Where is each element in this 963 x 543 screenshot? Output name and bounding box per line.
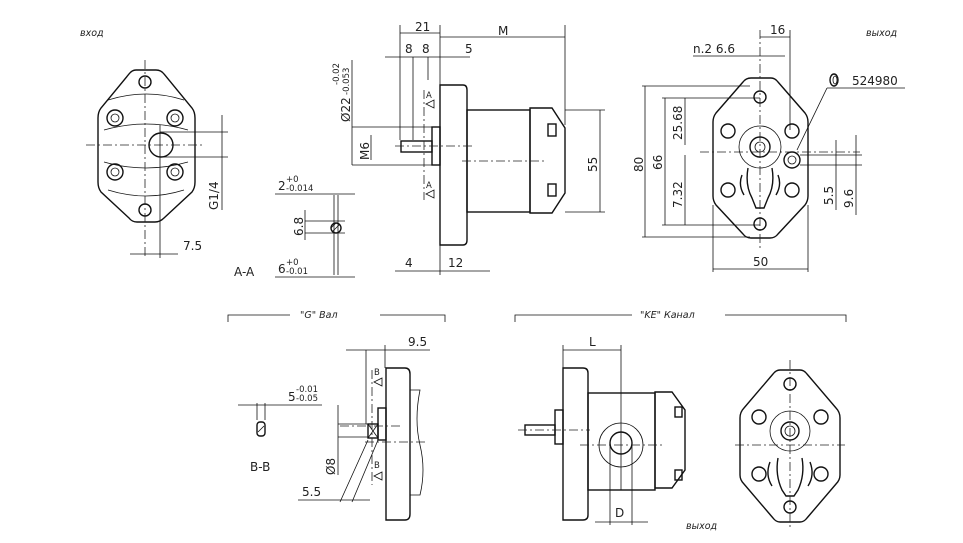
bolt-icon: [166, 163, 184, 181]
dim-8a: 8: [405, 42, 413, 56]
ke-channel-title: "KE" Канал: [640, 310, 695, 321]
bolt-icon: [674, 469, 683, 481]
bolt-icon: [720, 182, 736, 198]
key-height: 6.8: [292, 217, 306, 236]
section-arrow-icon: [373, 377, 383, 387]
dim-8b: 8: [422, 42, 430, 56]
dim-D: D: [615, 506, 624, 520]
section-aa: 2 +0 -0.014 6.8 6 +0 -0.01 A-A: [234, 175, 355, 279]
seal-port: [783, 151, 801, 169]
bolt-icon: [813, 409, 829, 425]
outlet-view: выход 16 n.2 6.6 524980 80 66 25.68 7.32…: [632, 23, 905, 272]
section-arrow-icon: [373, 471, 383, 481]
dim-7-32: 7.32: [671, 181, 685, 208]
section-mark-a-top: A: [426, 91, 432, 101]
bolt-icon: [547, 123, 557, 197]
flange: [562, 367, 589, 521]
section-mark-b-top: B: [374, 368, 380, 378]
bolt-icon: [674, 406, 683, 418]
shaft-dia-label: Ø22: [339, 97, 353, 122]
section-arrow-icon: [425, 189, 435, 199]
bolt-icon: [720, 123, 736, 139]
g-key-tol-upper: -0.01: [296, 385, 318, 395]
bolt-icon: [784, 123, 800, 139]
g-shaft-section: "G" Вал 9.5 B B Ø8 5.5 5 -0.01 -0.05 B-B: [227, 310, 446, 521]
dim-12: 12: [448, 256, 463, 270]
key: [367, 423, 379, 439]
shaft-dia-tol-lower: -0.053: [342, 68, 352, 95]
side-view: 21 M 8 8 5 Ø22 -0.02 -0.053 M6 55 A A 4 …: [332, 20, 605, 275]
port-thread-label: G1/4: [207, 181, 221, 210]
bolt-icon: [106, 163, 124, 181]
inlet-label: вход: [80, 28, 104, 39]
outlet-label: выход: [866, 28, 898, 39]
g-shaft-title: "G" Вал: [300, 310, 338, 321]
g-shaft-dia: Ø8: [324, 458, 338, 475]
shaft-dia-tol-upper: -0.02: [332, 63, 342, 85]
dim-5: 5: [465, 42, 473, 56]
key-section: [256, 421, 266, 437]
section-aa-label: A-A: [234, 265, 255, 279]
ke-outlet-label: выход: [686, 521, 718, 532]
section-mark-a-bottom: A: [426, 181, 432, 191]
offset-dim: 7.5: [183, 239, 202, 253]
section-bb-label: B-B: [250, 460, 270, 474]
dim-55: 55: [586, 157, 600, 172]
dim-50: 50: [753, 255, 768, 269]
outlet-plate-outline: [712, 77, 809, 239]
key-width: 2: [278, 179, 286, 193]
ke-plate-outline: [739, 369, 841, 523]
g-key-tol-lower: -0.05: [296, 394, 318, 404]
key-width-tol-upper: +0: [286, 175, 299, 185]
dim-4: 4: [405, 256, 413, 270]
dim-L: L: [589, 335, 596, 349]
bolt-icon: [751, 409, 767, 425]
mount-hole-icon: [138, 75, 152, 89]
g-dim-5-5: 5.5: [302, 485, 321, 499]
section-mark-b-bottom: B: [374, 461, 380, 471]
bolt-icon: [751, 466, 767, 482]
holes-label: n.2 6.6: [693, 42, 735, 56]
ke-channel-section: "KE" Канал L D выход: [514, 310, 847, 532]
shaft-width-tol-lower: -0.01: [286, 267, 308, 277]
seal-code: 524980: [852, 74, 898, 88]
bolt-icon: [784, 182, 800, 198]
dim-9-6: 9.6: [842, 189, 856, 208]
dim-66: 66: [651, 155, 665, 170]
inlet-view: вход G1/4 7.5: [80, 28, 228, 258]
flange: [385, 367, 411, 521]
bolt-icon: [106, 109, 124, 127]
inlet-plate-outline: [97, 69, 196, 223]
thread-label: M6: [358, 142, 372, 160]
seal-ring-icon: [829, 73, 839, 87]
dim-80: 80: [632, 157, 646, 172]
shaft-width-tol-upper: +0: [286, 258, 299, 268]
bolt-icon: [813, 466, 829, 482]
section-arrow-icon: [425, 99, 435, 109]
bolt-icon: [166, 109, 184, 127]
key-width-tol-lower: -0.014: [286, 184, 313, 194]
dim-21: 21: [415, 20, 430, 34]
end-cap: [654, 391, 686, 489]
shaft: [400, 140, 433, 153]
dim-5-5: 5.5: [822, 186, 836, 205]
dim-16: 16: [770, 23, 785, 37]
flange: [439, 84, 468, 246]
end-cap: [529, 107, 566, 214]
pump-body: [587, 392, 656, 491]
dim-M: M: [498, 24, 508, 38]
shaft-width: 6: [278, 262, 286, 276]
dim-9-5: 9.5: [408, 335, 427, 349]
g-key-width: 5: [288, 390, 296, 404]
dim-25-68: 25.68: [671, 106, 685, 140]
